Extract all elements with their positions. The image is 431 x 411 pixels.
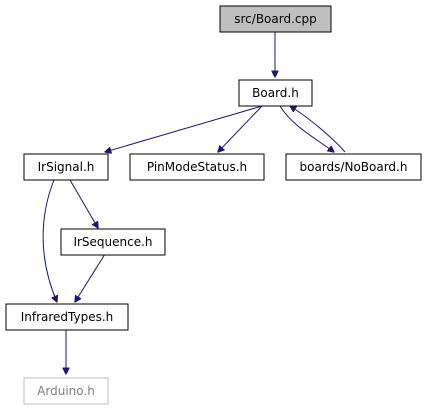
- node-label: Arduino.h: [37, 384, 95, 398]
- node-box: [5, 303, 129, 331]
- edge-board-h-to-irsignal-h: [105, 105, 263, 152]
- node-box: [23, 153, 109, 181]
- node-label: PinModeStatus.h: [147, 160, 247, 174]
- node-label: Board.h: [252, 86, 299, 100]
- node-irsequence-h[interactable]: IrSequence.h: [60, 228, 166, 256]
- edge-irsequence-h-to-infraredtypes-h: [75, 253, 106, 302]
- node-box: [285, 153, 422, 181]
- node-label: IrSignal.h: [38, 160, 95, 174]
- edge-board-h-to-pinmodestatus-h: [218, 105, 263, 152]
- edge-irsignal-h-to-infraredtypes-h: [42, 179, 57, 302]
- node-infraredtypes-h[interactable]: InfraredTypes.h: [5, 303, 129, 331]
- node-irsignal-h[interactable]: IrSignal.h: [23, 153, 109, 181]
- node-box: [129, 153, 265, 181]
- edges: [42, 32, 346, 374]
- node-box: [219, 5, 332, 33]
- edge-board-h-to-noboard-h: [279, 105, 334, 152]
- node-label: boards/NoBoard.h: [300, 160, 408, 174]
- node-board-h[interactable]: Board.h: [238, 79, 313, 107]
- node-box: [60, 228, 166, 256]
- node-box: [238, 79, 313, 107]
- edge-noboard-h-to-board-h: [290, 106, 346, 153]
- node-board-cpp[interactable]: src/Board.cpp: [219, 5, 332, 33]
- node-pinmodestatus-h[interactable]: PinModeStatus.h: [129, 153, 265, 181]
- node-arduino-h[interactable]: Arduino.h: [23, 377, 109, 405]
- node-label: InfraredTypes.h: [21, 310, 114, 324]
- edge-irsignal-h-to-irsequence-h: [69, 179, 98, 228]
- node-label: IrSequence.h: [73, 235, 152, 249]
- node-noboard-h[interactable]: boards/NoBoard.h: [285, 153, 422, 181]
- node-label: src/Board.cpp: [234, 12, 316, 26]
- node-box: [23, 377, 109, 405]
